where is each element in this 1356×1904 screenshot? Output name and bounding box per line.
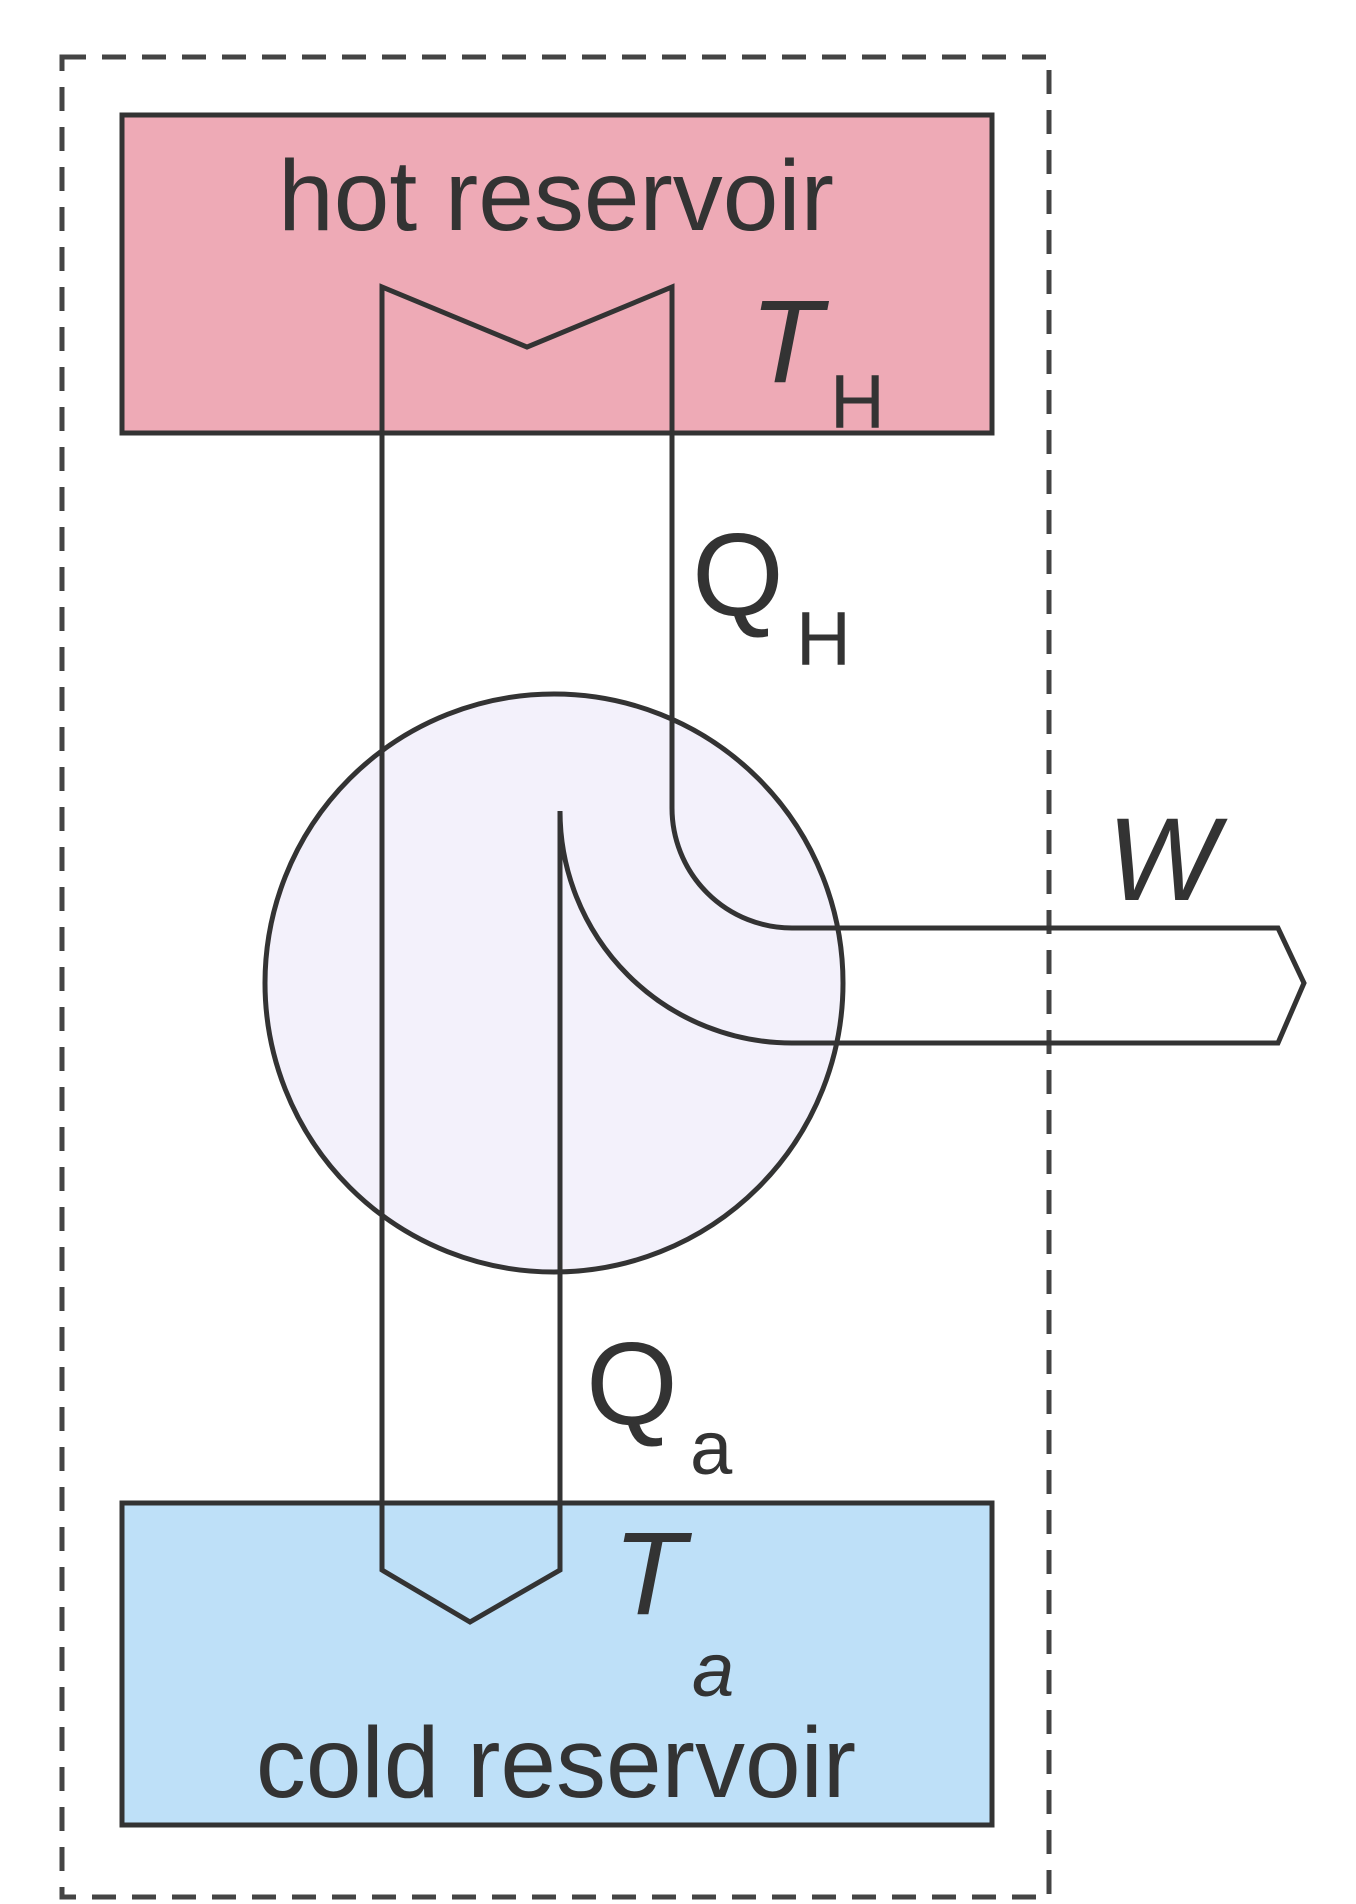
t-cold-subscript: a (692, 1628, 734, 1713)
q-hot-subscript: H (796, 597, 851, 682)
engine-circle-border (262, 691, 846, 1275)
hot-reservoir-border (119, 112, 995, 436)
system-boundary (59, 54, 1052, 1900)
cold-reservoir-label: cold reservoir (256, 1707, 856, 1819)
t-hot-symbol: T (750, 276, 830, 408)
t-hot-subscript: H (830, 360, 885, 445)
work-symbol: W (1107, 794, 1228, 926)
q-cold-symbol: Q (586, 1318, 678, 1450)
q-cold-subscript: a (690, 1406, 733, 1491)
heat-flow-band (379, 283, 1307, 1625)
cold-reservoir-box (122, 1503, 992, 1825)
cold-reservoir-border (119, 1500, 995, 1828)
q-hot-symbol: Q (692, 509, 784, 641)
t-cold-symbol: T (613, 1508, 693, 1640)
hot-reservoir-box (122, 115, 992, 433)
hot-reservoir-label: hot reservoir (278, 140, 834, 252)
engine-circle (265, 694, 843, 1272)
